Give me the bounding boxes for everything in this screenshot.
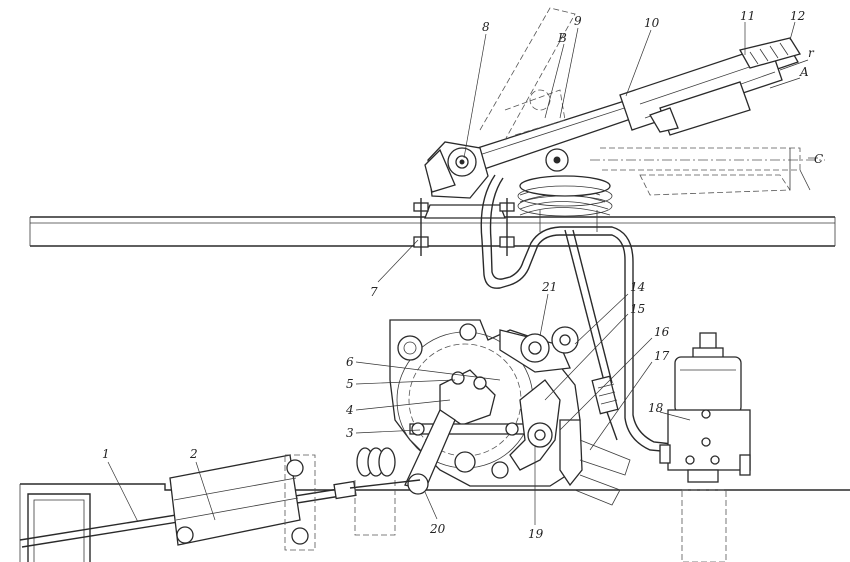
roller-lever: [499, 326, 579, 373]
callout-12: 12: [790, 9, 805, 23]
leader-lines: [107, 21, 818, 525]
callout-16: 16: [654, 325, 670, 339]
callout-9: 9: [574, 14, 582, 28]
cable-and-clamp: [19, 447, 421, 551]
callout-r: r: [808, 46, 815, 60]
central-hub: [404, 369, 531, 495]
callout-5: 5: [346, 377, 354, 391]
callout-7: 7: [370, 285, 378, 299]
rail-clamp-bolts: [413, 198, 515, 256]
callouts: 1 2 3 4 5 6 7 8 9 10 11 12 14 15 16 17 1…: [102, 9, 823, 541]
pedal-lever: [439, 7, 825, 196]
callout-11: 11: [740, 9, 755, 23]
return-spring: [517, 148, 613, 232]
callout-B: B: [557, 31, 567, 45]
callout-17: 17: [654, 349, 670, 363]
callout-A: A: [799, 65, 809, 79]
callout-3: 3: [346, 426, 354, 440]
callout-1: 1: [102, 447, 110, 461]
callout-8: 8: [482, 20, 490, 34]
floor-panel: [19, 483, 850, 562]
hydraulic-tubes: [480, 174, 673, 453]
callout-21: 21: [541, 280, 557, 294]
pedal-pivot-bracket: [424, 141, 506, 219]
callout-15: 15: [630, 302, 645, 316]
main-rail: [29, 216, 836, 247]
callout-18: 18: [648, 401, 664, 415]
callout-20: 20: [429, 522, 446, 536]
callout-C: C: [814, 152, 823, 166]
callout-10: 10: [644, 16, 660, 30]
callout-4: 4: [345, 403, 354, 417]
valve-unit: [659, 332, 751, 562]
cam-latch: [509, 379, 631, 506]
callout-6: 6: [346, 355, 354, 369]
callout-14: 14: [630, 280, 645, 294]
callout-2: 2: [189, 447, 198, 461]
push-rod: [564, 229, 619, 441]
callout-19: 19: [528, 527, 544, 541]
